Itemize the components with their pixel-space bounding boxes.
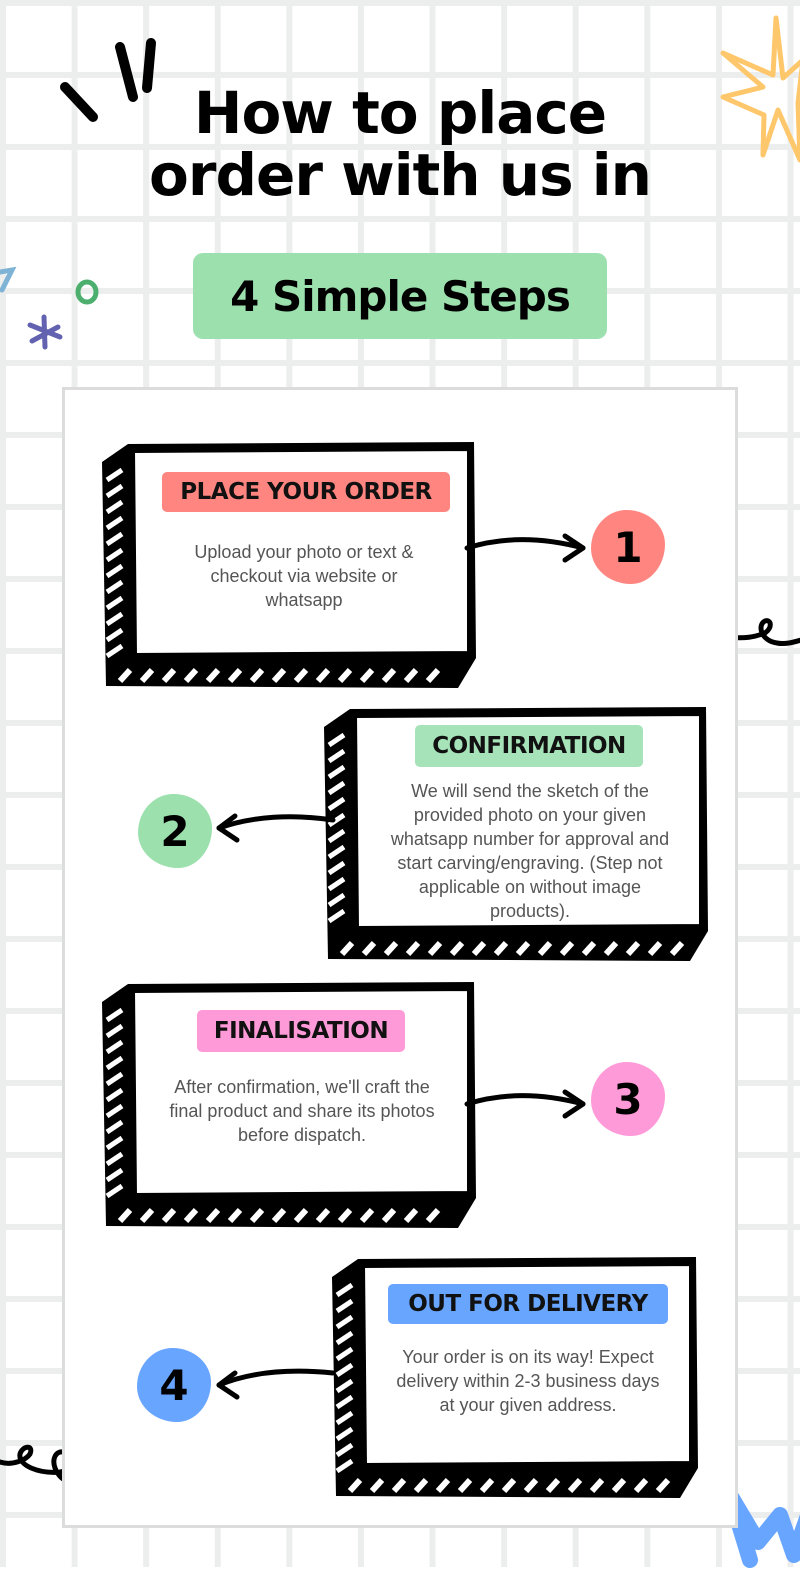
step-card: CONFIRMATION We will send the sketch of … bbox=[322, 705, 712, 963]
star-fragment-icon bbox=[0, 266, 17, 293]
asterisk-icon bbox=[27, 314, 63, 350]
circle-icon bbox=[75, 279, 99, 305]
step-card: FINALISATION After confirmation, we'll c… bbox=[100, 980, 480, 1230]
step-number-badge: 2 bbox=[138, 794, 212, 868]
step-title: CONFIRMATION bbox=[415, 725, 643, 767]
card-frame bbox=[324, 707, 708, 961]
step-number-badge: 3 bbox=[591, 1062, 665, 1136]
arrow-left-icon bbox=[216, 813, 336, 843]
arrow-left-icon bbox=[216, 1368, 336, 1400]
step-description: After confirmation, we'll craft the fina… bbox=[169, 1077, 435, 1145]
step-title: PLACE YOUR ORDER bbox=[162, 472, 450, 512]
step-card: PLACE YOUR ORDER Upload your photo or te… bbox=[100, 440, 480, 690]
star-icon bbox=[720, 15, 800, 163]
page-title: How to place order with us in bbox=[0, 82, 800, 206]
arrow-right-icon bbox=[464, 1089, 586, 1119]
step-number-badge: 4 bbox=[137, 1348, 211, 1422]
step-card: OUT FOR DELIVERY Your order is on its wa… bbox=[330, 1255, 702, 1500]
title-line: How to place bbox=[193, 79, 607, 147]
step-title: FINALISATION bbox=[197, 1010, 405, 1052]
step-title: OUT FOR DELIVERY bbox=[388, 1284, 668, 1324]
step-description: We will send the sketch of the provided … bbox=[390, 781, 670, 921]
burst-lines-icon bbox=[60, 38, 156, 122]
step-description: Your order is on its way! Expect deliver… bbox=[396, 1347, 660, 1415]
loop-scribble-icon bbox=[724, 618, 800, 646]
subtitle-badge: 4 Simple Steps bbox=[193, 253, 607, 339]
arrow-right-icon bbox=[464, 533, 586, 563]
step-number-badge: 1 bbox=[591, 510, 665, 584]
step-description: Upload your photo or text & checkout via… bbox=[194, 542, 414, 610]
title-line: order with us in bbox=[149, 141, 652, 209]
